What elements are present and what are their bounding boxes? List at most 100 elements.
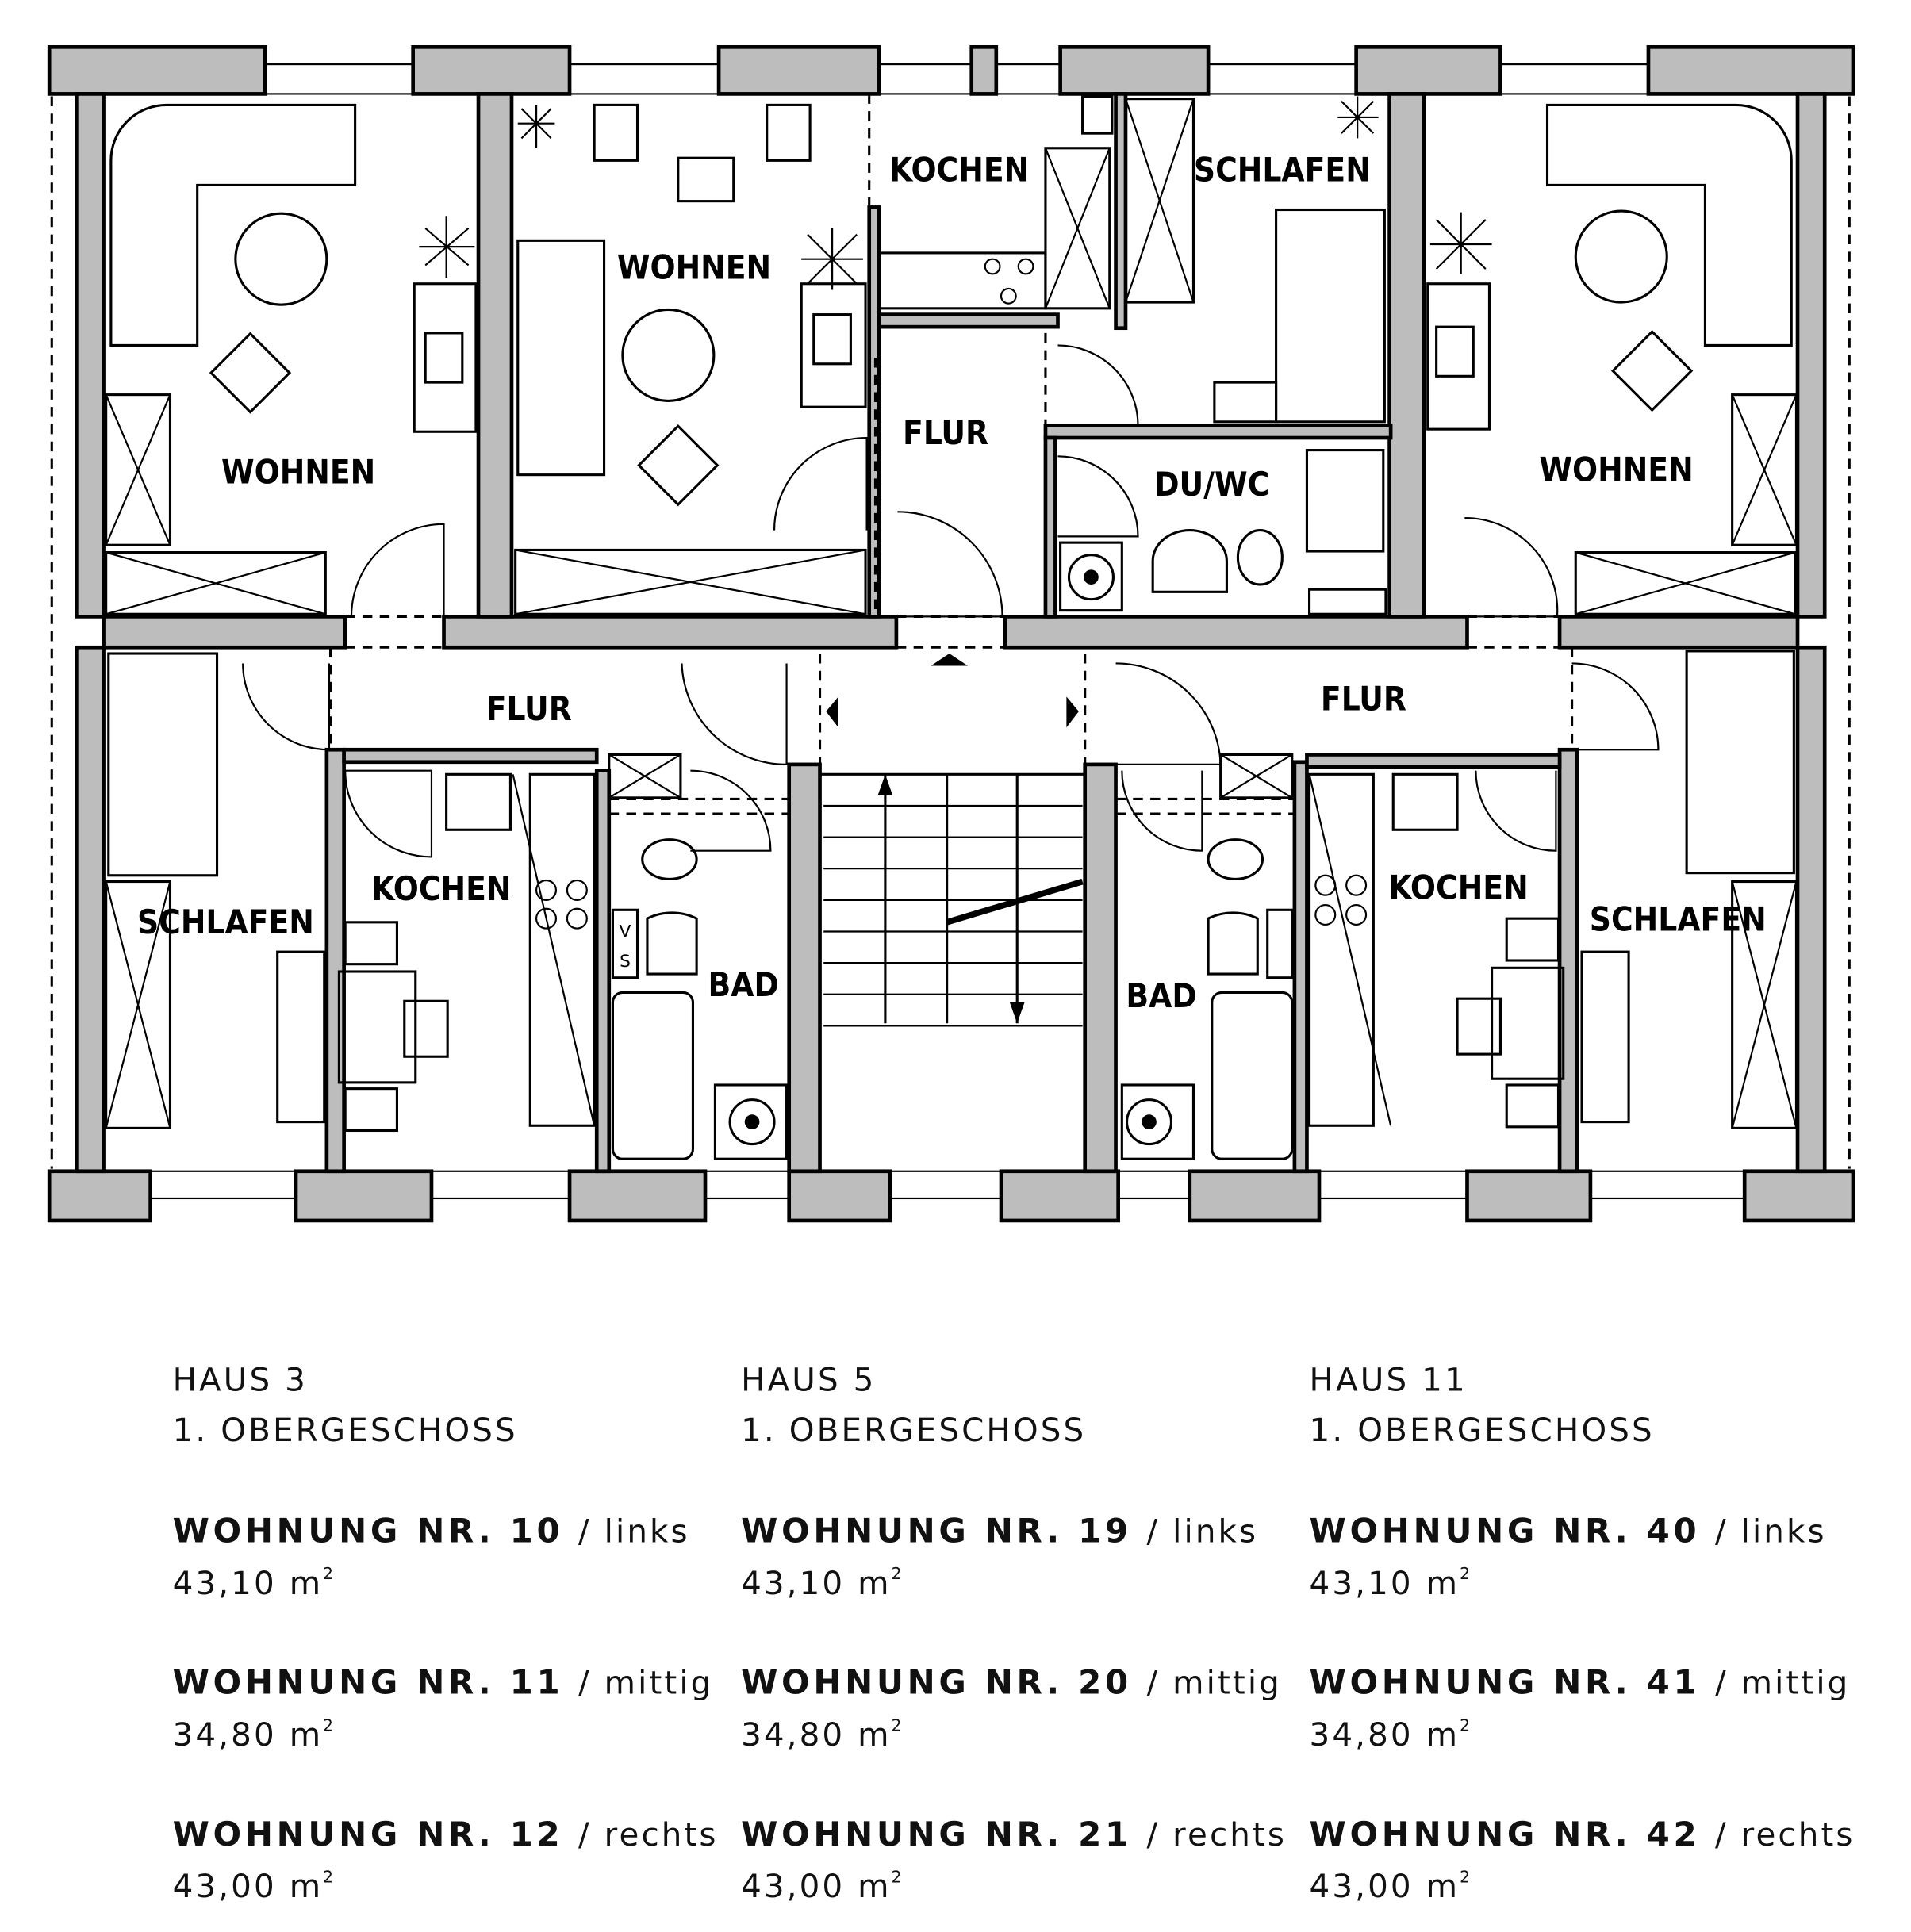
apartment-info: HAUS 3 1. OBERGESCHOSS WOHNUNG NR. 10 / lin… bbox=[173, 1360, 1855, 1905]
bathtub-icon bbox=[611, 991, 695, 1160]
bathtub-icon bbox=[1211, 991, 1294, 1160]
chair-icon bbox=[637, 424, 720, 507]
unit-name: WOHNUNG NR. 21 bbox=[741, 1815, 1132, 1853]
wardrobe-icon bbox=[1731, 393, 1798, 546]
entry-arrow-left bbox=[826, 696, 838, 728]
unit-position: / links bbox=[578, 1512, 690, 1551]
table-icon bbox=[234, 212, 328, 306]
washing-machine-icon bbox=[1067, 554, 1115, 601]
windows bbox=[149, 63, 1746, 1200]
house-name: HAUS 5 bbox=[741, 1360, 876, 1398]
staircase bbox=[819, 654, 1085, 1027]
unit-title: WOHNUNG NR. 10 / links bbox=[173, 1512, 690, 1551]
plant-icon bbox=[517, 105, 555, 148]
unit-area: 43,10 m2 bbox=[1310, 1564, 1473, 1602]
unit-name: WOHNUNG NR. 41 bbox=[1310, 1663, 1701, 1702]
vs-box bbox=[611, 908, 639, 979]
wardrobe-icon bbox=[1124, 98, 1195, 304]
room-label-bad-right: BAD bbox=[1126, 976, 1196, 1015]
sofa-icon bbox=[516, 239, 606, 477]
unit-area-unit-sup: 2 bbox=[892, 1564, 904, 1583]
room-label-bad-left: BAD bbox=[708, 965, 779, 1004]
unit-title: WOHNUNG NR. 21 / rechts bbox=[741, 1815, 1287, 1853]
unit-area-value: 43,10 m bbox=[173, 1564, 324, 1602]
svg-text:V: V bbox=[620, 922, 631, 941]
vs-box bbox=[1266, 908, 1294, 979]
table-icon bbox=[1574, 209, 1668, 304]
interior-walls bbox=[102, 92, 1800, 1174]
unit-area-unit-sup: 2 bbox=[323, 1564, 336, 1583]
unit-position: / mittig bbox=[578, 1664, 713, 1702]
room-label-kochen-left: KOCHEN bbox=[371, 869, 511, 908]
room-label-wohnen-mid: WOHNEN bbox=[617, 248, 771, 287]
room-label-flur-mid: FLUR bbox=[903, 413, 988, 452]
unit-name: WOHNUNG NR. 12 bbox=[173, 1815, 564, 1853]
unit-position: / links bbox=[1715, 1512, 1827, 1551]
entry-arrow-up bbox=[931, 654, 969, 666]
floor-name: 1. OBERGESCHOSS bbox=[173, 1411, 518, 1449]
unit-area: 34,80 m2 bbox=[741, 1715, 904, 1754]
unit-title: WOHNUNG NR. 11/ mittig bbox=[173, 1663, 714, 1702]
bed-icon bbox=[107, 652, 219, 877]
room-label-flur-left: FLUR bbox=[486, 689, 572, 728]
wardrobe-icon bbox=[105, 393, 172, 546]
unit-area: 43,10 m2 bbox=[173, 1564, 336, 1602]
room-labels: WOHNEN WOHNEN KOCHEN SCHLAFEN WOHNEN FLU… bbox=[137, 151, 1767, 1015]
house-name: HAUS 3 bbox=[173, 1360, 308, 1398]
unit-position: / rechts bbox=[1715, 1815, 1855, 1853]
house-column: HAUS 3 1. OBERGESCHOSS WOHNUNG NR. 10 / lin… bbox=[173, 1360, 716, 1905]
svg-text:S: S bbox=[620, 952, 631, 972]
unit-area: 43,00 m2 bbox=[741, 1867, 904, 1905]
unit-position: / links bbox=[1147, 1512, 1259, 1551]
unit-title: WOHNUNG NR. 19/ links bbox=[741, 1512, 1258, 1551]
washing-machine-icon bbox=[728, 1098, 776, 1146]
chair-icon bbox=[209, 332, 292, 414]
doors bbox=[242, 94, 1660, 858]
chair-icon bbox=[1610, 329, 1694, 412]
unit-area-unit-sup: 2 bbox=[1460, 1868, 1472, 1887]
unit-position: / rechts bbox=[1147, 1815, 1287, 1853]
unit-name: WOHNUNG NR. 40 bbox=[1310, 1512, 1701, 1551]
house-name: HAUS 11 bbox=[1310, 1360, 1468, 1398]
unit-area: 34,80 m2 bbox=[173, 1715, 336, 1754]
shower-icon bbox=[1305, 449, 1385, 553]
toilet-icon bbox=[641, 838, 698, 880]
bed-icon bbox=[1685, 650, 1795, 875]
unit-area-value: 43,00 m bbox=[741, 1867, 892, 1905]
unit-area-unit-sup: 2 bbox=[1460, 1715, 1472, 1735]
sofa-icon bbox=[109, 103, 357, 347]
unit-name: WOHNUNG NR. 10 bbox=[173, 1512, 564, 1551]
exterior-walls bbox=[47, 45, 1855, 1223]
floor-plan: V S bbox=[47, 45, 1855, 1223]
room-label-schlafen-right: SCHLAFEN bbox=[1590, 900, 1767, 939]
room-label-duwc: DU/WC bbox=[1154, 465, 1269, 504]
room-label-kochen-right: KOCHEN bbox=[1389, 868, 1529, 907]
washing-machine-icon bbox=[1125, 1098, 1173, 1146]
unit-name: WOHNUNG NR. 20 bbox=[741, 1663, 1132, 1702]
bed-icon bbox=[1275, 208, 1386, 424]
entry-arrow-right bbox=[1066, 696, 1079, 728]
unit-position: / mittig bbox=[1715, 1664, 1850, 1702]
plant-icon bbox=[1429, 212, 1492, 274]
sofa-icon bbox=[1545, 103, 1793, 347]
room-label-schlafen-left: SCHLAFEN bbox=[137, 903, 314, 941]
unit-area-value: 34,80 m bbox=[1310, 1715, 1460, 1754]
wardrobe-icon bbox=[1731, 880, 1798, 1129]
tv-icon bbox=[424, 332, 464, 384]
furniture: V S bbox=[105, 94, 1798, 1160]
unit-area: 43,00 m2 bbox=[173, 1867, 336, 1905]
table-icon bbox=[337, 970, 417, 1084]
unit-area: 43,00 m2 bbox=[1310, 1867, 1473, 1905]
unit-area-value: 43,00 m bbox=[173, 1867, 324, 1905]
unit-area: 43,10 m2 bbox=[741, 1564, 904, 1602]
unit-position: / mittig bbox=[1147, 1664, 1282, 1702]
unit-title: WOHNUNG NR. 40 / links bbox=[1310, 1512, 1827, 1551]
unit-area-unit-sup: 2 bbox=[323, 1715, 336, 1735]
room-label-schlafen-mid: SCHLAFEN bbox=[1194, 151, 1371, 190]
unit-title: WOHNUNG NR. 42/ rechts bbox=[1310, 1815, 1855, 1853]
unit-title: WOHNUNG NR. 41 / mittig bbox=[1310, 1663, 1851, 1702]
unit-area-value: 43,10 m bbox=[741, 1564, 892, 1602]
unit-area-value: 34,80 m bbox=[741, 1715, 892, 1754]
